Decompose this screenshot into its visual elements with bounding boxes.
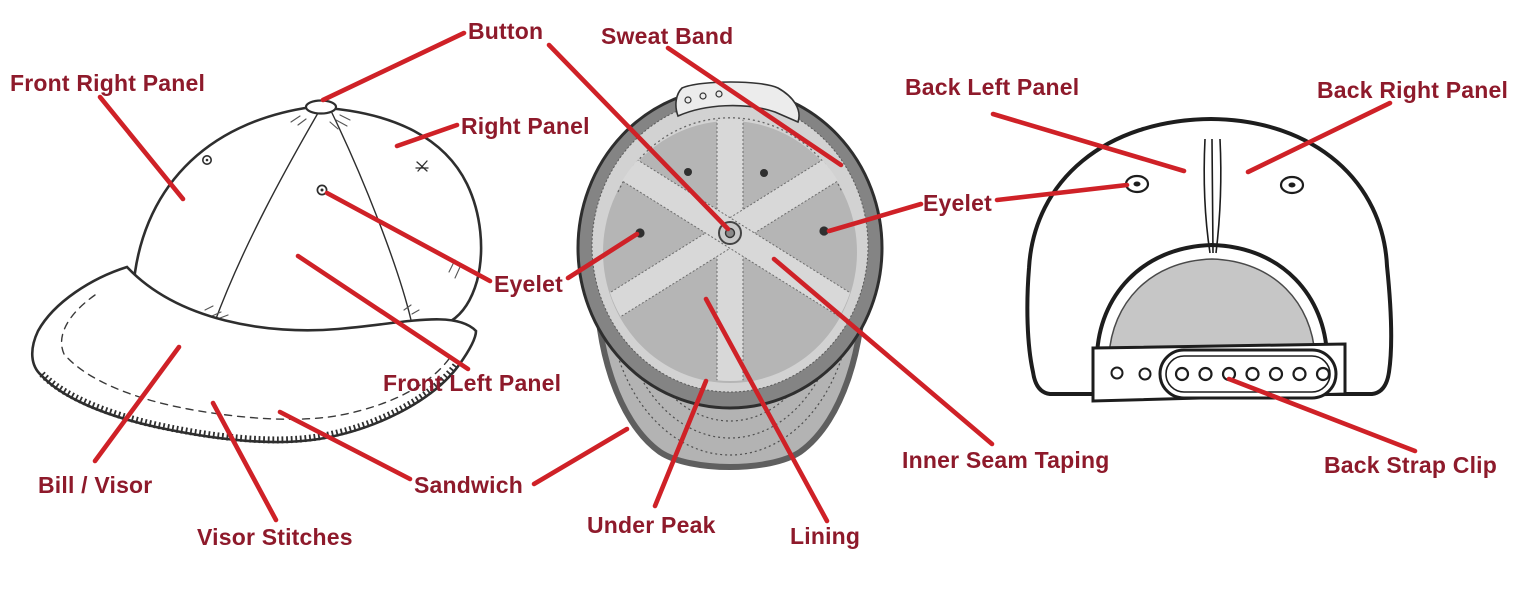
back-view-cap (1025, 116, 1394, 403)
leader-under-peak (652, 378, 709, 509)
interior-eyelet (684, 168, 692, 176)
underside-view-cap (576, 81, 884, 470)
back-opening (675, 81, 800, 124)
back-opening-arch-inner (1108, 258, 1316, 357)
leader-sandwich-a (277, 409, 413, 482)
label-bill-visor: Bill / Visor (38, 472, 153, 498)
leader-eyelet-back-a (826, 201, 924, 234)
leader-back-strap-clip (1226, 376, 1418, 454)
label-front-right-panel: Front Right Panel (10, 70, 206, 96)
leader-back-left-panel (990, 111, 1187, 174)
label-back-strap-clip: Back Strap Clip (1324, 452, 1497, 478)
label-lining: Lining (790, 523, 861, 549)
label-inner-seam-taping: Inner Seam Taping (902, 447, 1110, 473)
back-opening-arch-outer (1095, 242, 1329, 357)
leader-sandwich-b (531, 426, 630, 487)
leader-inner-seam-taping (771, 256, 995, 447)
label-under-peak: Under Peak (587, 512, 716, 538)
visor-stitch-dashed (60, 294, 452, 420)
strap-adjust-hole (1110, 366, 1124, 380)
seam-sketch-marks (204, 259, 461, 319)
label-front-left-panel: Front Left Panel (383, 370, 562, 396)
back-eyelet-dot (1288, 182, 1296, 188)
label-back-left-panel: Back Left Panel (905, 74, 1080, 100)
interior-eyelet (760, 169, 768, 177)
strap-hole (699, 92, 707, 100)
strap-clip-holes (1174, 366, 1331, 382)
label-back-right-panel: Back Right Panel (1317, 77, 1509, 103)
eyelet-ring-left (202, 155, 213, 166)
eyelet-dot-left (205, 158, 209, 162)
interior-eyelet (819, 226, 829, 236)
front-seam (213, 112, 319, 325)
leader-button-to-under-cap (546, 42, 731, 232)
leader-eyelet-back-b (994, 182, 1130, 203)
leader-lining (703, 296, 830, 524)
eyelet-dot-center (320, 188, 324, 192)
leader-eyelet-front-a (324, 190, 493, 284)
label-right-panel: Right Panel (461, 113, 590, 139)
leader-front-left-panel (295, 253, 471, 372)
label-sweat-band: Sweat Band (601, 23, 734, 49)
leader-back-right-panel (1245, 100, 1393, 175)
leader-eyelet-front-b (565, 231, 640, 281)
inner-seam-taping-strips (603, 119, 857, 381)
sweatband-stitch-arc (617, 117, 843, 193)
leader-button-to-side-cap (320, 30, 467, 103)
label-button: Button (468, 18, 544, 44)
label-eyelet-front: Eyelet (494, 271, 563, 297)
top-button (304, 99, 338, 115)
label-sandwich: Sandwich (414, 472, 523, 498)
leader-lines (92, 30, 1418, 524)
strap-adjust-hole (1138, 367, 1152, 381)
leader-right-panel (394, 122, 460, 149)
label-eyelet-back: Eyelet (923, 190, 992, 216)
button-hatch (290, 114, 351, 130)
strap-hole (684, 96, 692, 104)
strap-hole (715, 90, 723, 98)
back-center-seam (1203, 138, 1222, 254)
eyelet-ring-center (316, 184, 328, 196)
leader-sweat-band (665, 45, 844, 168)
leader-bill-visor (92, 344, 182, 464)
label-visor-stitches: Visor Stitches (197, 524, 353, 550)
leader-visor-stitches (210, 400, 279, 523)
leader-front-right-panel (97, 94, 186, 202)
back-eyelet-dot (1133, 181, 1141, 187)
eyelet-sketch-right (415, 160, 429, 172)
